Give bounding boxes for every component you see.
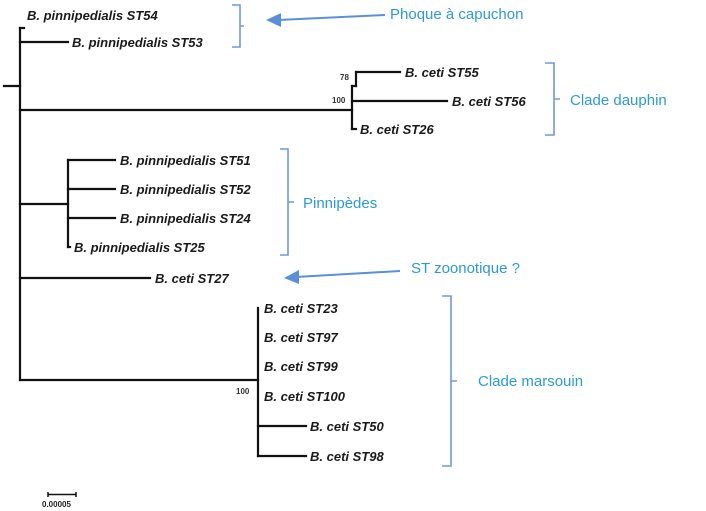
scale-bar	[47, 492, 77, 497]
taxon-label: B. ceti ST27	[155, 271, 229, 286]
arrow-zoonotic-st	[295, 270, 401, 278]
taxon-label: B. ceti ST97	[264, 330, 338, 345]
arrow-hooded-seal	[277, 14, 386, 21]
support-value-dolphin: 100	[332, 96, 346, 105]
taxon-label: B. ceti ST55	[405, 65, 479, 80]
annotation-porpoise-clade: Clade marsouin	[478, 373, 583, 390]
bracket-hooded-seal	[232, 4, 244, 48]
taxon-label: B. ceti ST100	[264, 389, 346, 404]
scale-bar-label: 0.00005	[42, 500, 71, 509]
annotation-hooded-seal: Phoque à capuchon	[390, 6, 523, 23]
taxon-label: B. pinnipedialis ST51	[120, 153, 251, 168]
support-value-78: 78	[340, 73, 349, 82]
taxon-label: B. pinnipedialis ST24	[120, 211, 252, 226]
taxon-label: B. ceti ST98	[310, 449, 384, 464]
arrowhead-hooded-seal	[266, 13, 281, 27]
support-value-porpoise: 100	[236, 387, 250, 396]
taxon-label: B. ceti ST50	[310, 419, 384, 434]
taxon-label: B. pinnipedialis ST54	[27, 8, 159, 23]
bracket-pinnipeds	[280, 148, 294, 256]
arrowhead-zoonotic-st	[284, 270, 299, 284]
bracket-dolphin-clade	[545, 62, 560, 136]
annotation-dolphin-clade: Clade dauphin	[570, 92, 667, 109]
taxon-label: B. ceti ST23	[264, 301, 338, 316]
taxon-label: B. pinnipedialis ST25	[74, 240, 206, 255]
taxon-label: B. ceti ST26	[360, 122, 434, 137]
annotation-zoonotic-st: ST zoonotique ?	[411, 260, 520, 277]
taxon-label: B. pinnipedialis ST53	[72, 35, 204, 50]
taxon-label: B. ceti ST99	[264, 359, 338, 374]
annotation-pinnipeds: Pinnipèdes	[303, 195, 377, 212]
taxon-label: B. pinnipedialis ST52	[120, 182, 252, 197]
taxon-label: B. ceti ST56	[452, 94, 526, 109]
bracket-porpoise-clade	[442, 295, 457, 467]
